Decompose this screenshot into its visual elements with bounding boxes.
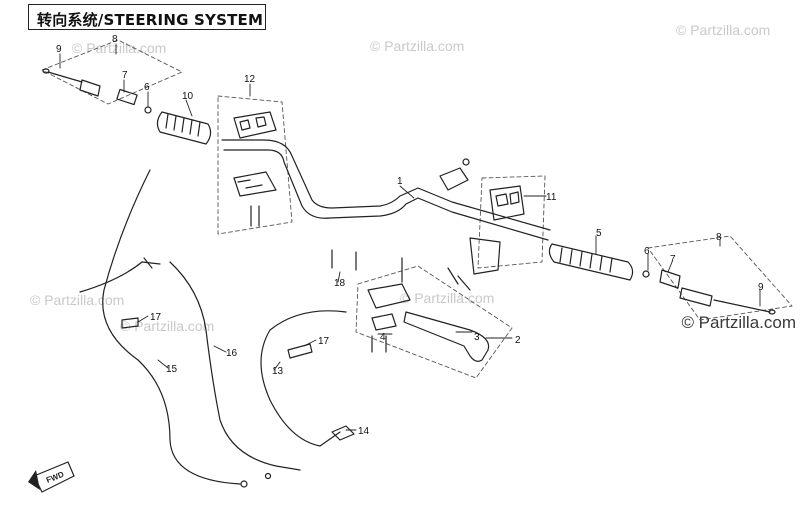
cable-end-14 — [331, 425, 355, 441]
callout-number: 5 — [596, 228, 602, 239]
callout-number: 17 — [318, 336, 330, 347]
callout-number: 9 — [758, 282, 764, 293]
brake-master-cylinder — [367, 283, 411, 309]
left-grip — [156, 111, 212, 145]
callout-number: 3 — [474, 332, 480, 343]
callout-number: 7 — [122, 70, 128, 81]
right-switch-bracket — [469, 237, 501, 275]
brake-lever — [403, 311, 490, 362]
handlebar — [223, 149, 549, 241]
group-box-right-switch — [477, 175, 546, 269]
handlebar-clamp — [439, 167, 469, 191]
group-box-left-switch — [217, 95, 293, 235]
watermark-main: © Partzilla.com — [681, 313, 796, 332]
left-switch-upper — [233, 111, 277, 139]
watermark: © Partzilla.com — [676, 22, 771, 38]
callout-number: 14 — [358, 426, 370, 437]
bracket-17b — [287, 343, 313, 359]
title-box: 转向系统/STEERING SYSTEM — [28, 4, 266, 30]
watermark: © Partzilla.com — [400, 290, 495, 306]
callout-number: 6 — [144, 82, 150, 93]
callout-number: 17 — [150, 312, 162, 323]
callout-number: 15 — [166, 364, 178, 375]
callout-number: 1 — [397, 176, 403, 187]
callout-number: 11 — [546, 192, 557, 203]
callout-number: 9 — [56, 44, 62, 55]
callout-number: 4 — [380, 332, 386, 343]
callout-number: 18 — [334, 278, 346, 289]
callout-number: 13 — [272, 366, 284, 377]
left-switch-lower — [233, 171, 277, 197]
callout-number: 8 — [716, 232, 722, 243]
callout-number: 2 — [515, 335, 521, 346]
fwd-arrow: FWD — [28, 461, 75, 493]
right-grip — [548, 243, 634, 281]
diagram-title: 转向系统/STEERING SYSTEM — [37, 11, 264, 29]
cable-15 — [102, 169, 241, 485]
right-switch — [489, 185, 525, 221]
callout-number: 6 — [644, 246, 650, 257]
callout-number: 12 — [244, 74, 256, 85]
group-box-brake-lever — [355, 265, 513, 379]
watermark: © Partzilla.com — [120, 318, 215, 334]
watermark: © Partzilla.com — [370, 38, 465, 54]
callout-number: 8 — [112, 34, 118, 45]
callout-number: 10 — [182, 91, 194, 102]
callout-number: 16 — [226, 348, 238, 359]
watermark: © Partzilla.com — [30, 292, 125, 308]
cable-16 — [169, 261, 301, 471]
group-box-right-grip-assy — [647, 235, 793, 321]
callout-number: 7 — [670, 254, 676, 265]
group-box-left-grip-assy — [41, 39, 183, 105]
cable-13 — [260, 310, 347, 447]
bracket-17a — [121, 317, 139, 329]
sleeve — [116, 88, 138, 106]
